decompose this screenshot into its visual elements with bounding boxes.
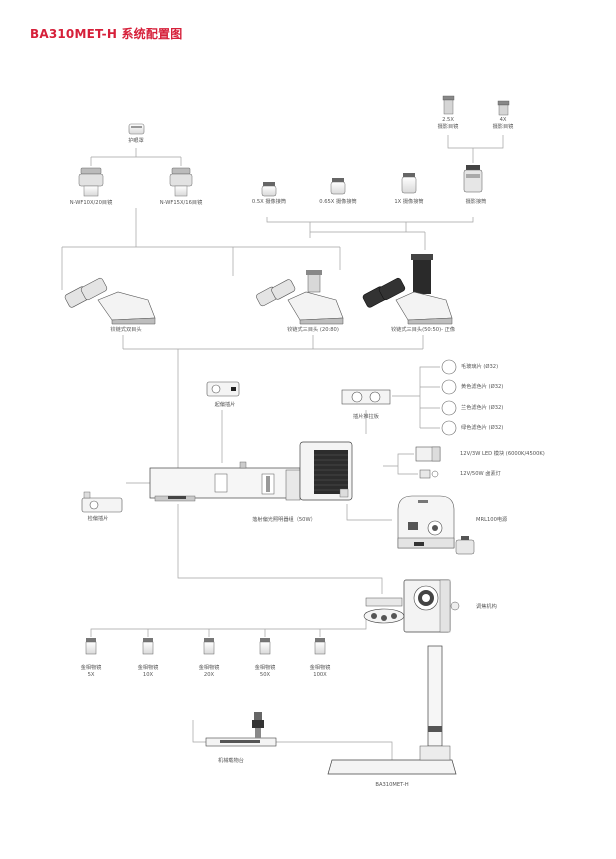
filter-slider-label: 插片推拉板 xyxy=(353,414,379,420)
microscope-stand-icon xyxy=(327,645,457,775)
filter-green-icon xyxy=(441,420,457,436)
photo-2-5x-label: 2.5X xyxy=(442,117,454,123)
filter-frosted-label: 毛玻璃片 (Ø32) xyxy=(461,364,499,370)
adapter-photo-label: 摄影接筒 xyxy=(465,199,487,205)
objective-10x-label-b: 10X xyxy=(142,672,154,678)
photo-4x-label: 4X xyxy=(499,117,507,123)
objective-10x-icon xyxy=(142,638,154,655)
nosepiece-icon xyxy=(363,597,405,624)
led-module-label: 12V/3W LED 模块 (6000K/4500K) xyxy=(460,451,545,457)
adapter-065x-icon xyxy=(330,178,346,195)
eyepiece-guard-label: 护眼罩 xyxy=(128,138,144,144)
halogen-label: 12V/50W 卤素灯 xyxy=(460,471,501,477)
objective-50x-label-a: 金相物镜 xyxy=(254,665,276,671)
analyzer-label: 检偏插片 xyxy=(87,516,109,522)
filter-yellow-icon xyxy=(441,379,457,395)
power-plug-icon xyxy=(455,536,475,555)
mechanical-stage-icon xyxy=(205,712,277,747)
objective-5x-label-a: 金相物镜 xyxy=(80,665,102,671)
eyepiece-15x-label: N-WF15X/16目镜 xyxy=(159,200,203,206)
photo-2-5x-name: 摄影目镜 xyxy=(437,124,459,130)
filter-slider-icon xyxy=(341,389,391,405)
adapter-1x-icon xyxy=(401,173,417,194)
photo-eyepiece-4x-icon xyxy=(497,100,510,116)
eyepiece-15x-icon xyxy=(169,167,193,197)
polarizer-label: 起偏插片 xyxy=(214,402,236,408)
analyzer-icon xyxy=(81,491,123,513)
objective-5x-icon xyxy=(85,638,97,655)
filter-frosted-icon xyxy=(441,359,457,375)
filter-blue-label: 兰色滤色片 (Ø32) xyxy=(461,405,504,411)
adapter-065x-label: 0.65X 摄像接筒 xyxy=(319,199,357,205)
eyepiece-guard-icon xyxy=(128,123,145,135)
filter-green-label: 绿色滤色片 (Ø32) xyxy=(461,425,504,431)
head-trino-5050-label: 铰链式三目头(50:50)- 正像 xyxy=(390,327,456,333)
adapter-photo-icon xyxy=(463,165,483,193)
focus-mechanism-icon xyxy=(403,579,460,633)
filter-yellow-label: 黄色滤色片 (Ø32) xyxy=(461,384,504,390)
stand-label: BA310MET-H xyxy=(375,782,409,788)
objective-5x-label-b: 5X xyxy=(87,672,95,678)
adapter-1x-label: 1X 摄像接筒 xyxy=(394,199,424,205)
head-binocular-label: 铰链式双目头 xyxy=(110,327,142,333)
head-trino-2080-label: 铰链式三目头 (20:80) xyxy=(287,327,339,333)
halogen-lamp-icon xyxy=(419,469,439,479)
power-supply-icon xyxy=(397,495,455,549)
head-trinocular-2080-icon xyxy=(256,270,344,325)
illuminator-label: 落射偏光照明器组（50W） xyxy=(252,517,316,523)
polarizer-icon xyxy=(206,381,240,397)
adapter-05x-label: 0.5X 摄像接筒 xyxy=(251,199,287,205)
photo-4x-name: 摄影目镜 xyxy=(492,124,514,130)
power-label: MRL100电源 xyxy=(476,517,508,523)
lamp-house-icon xyxy=(299,441,353,501)
filter-blue-icon xyxy=(441,400,457,416)
led-module-icon xyxy=(415,446,441,462)
focus-label: 调焦机构 xyxy=(476,604,497,610)
page-title: BA310MET-H 系统配置图 xyxy=(30,27,183,41)
objective-100x-label-a: 金相物镜 xyxy=(309,665,331,671)
objective-20x-label-b: 20X xyxy=(203,672,215,678)
adapter-05x-icon xyxy=(261,182,277,197)
objective-50x-label-b: 50X xyxy=(259,672,271,678)
eyepiece-10x-icon xyxy=(78,167,104,197)
eyepiece-10x-label: N-WF10X/20目镜 xyxy=(69,200,113,206)
objective-10x-label-a: 金相物镜 xyxy=(137,665,159,671)
objective-20x-label-a: 金相物镜 xyxy=(198,665,220,671)
objective-100x-icon xyxy=(314,638,326,655)
objective-100x-label-b: 100X xyxy=(313,672,327,678)
head-trinocular-5050-icon xyxy=(362,254,453,325)
illuminator-body-icon xyxy=(149,461,301,502)
head-binocular-icon xyxy=(64,277,156,325)
stage-label: 机械载物台 xyxy=(218,758,244,764)
objective-20x-icon xyxy=(203,638,215,655)
photo-eyepiece-2-5x-icon xyxy=(442,95,455,115)
objective-50x-icon xyxy=(259,638,271,655)
